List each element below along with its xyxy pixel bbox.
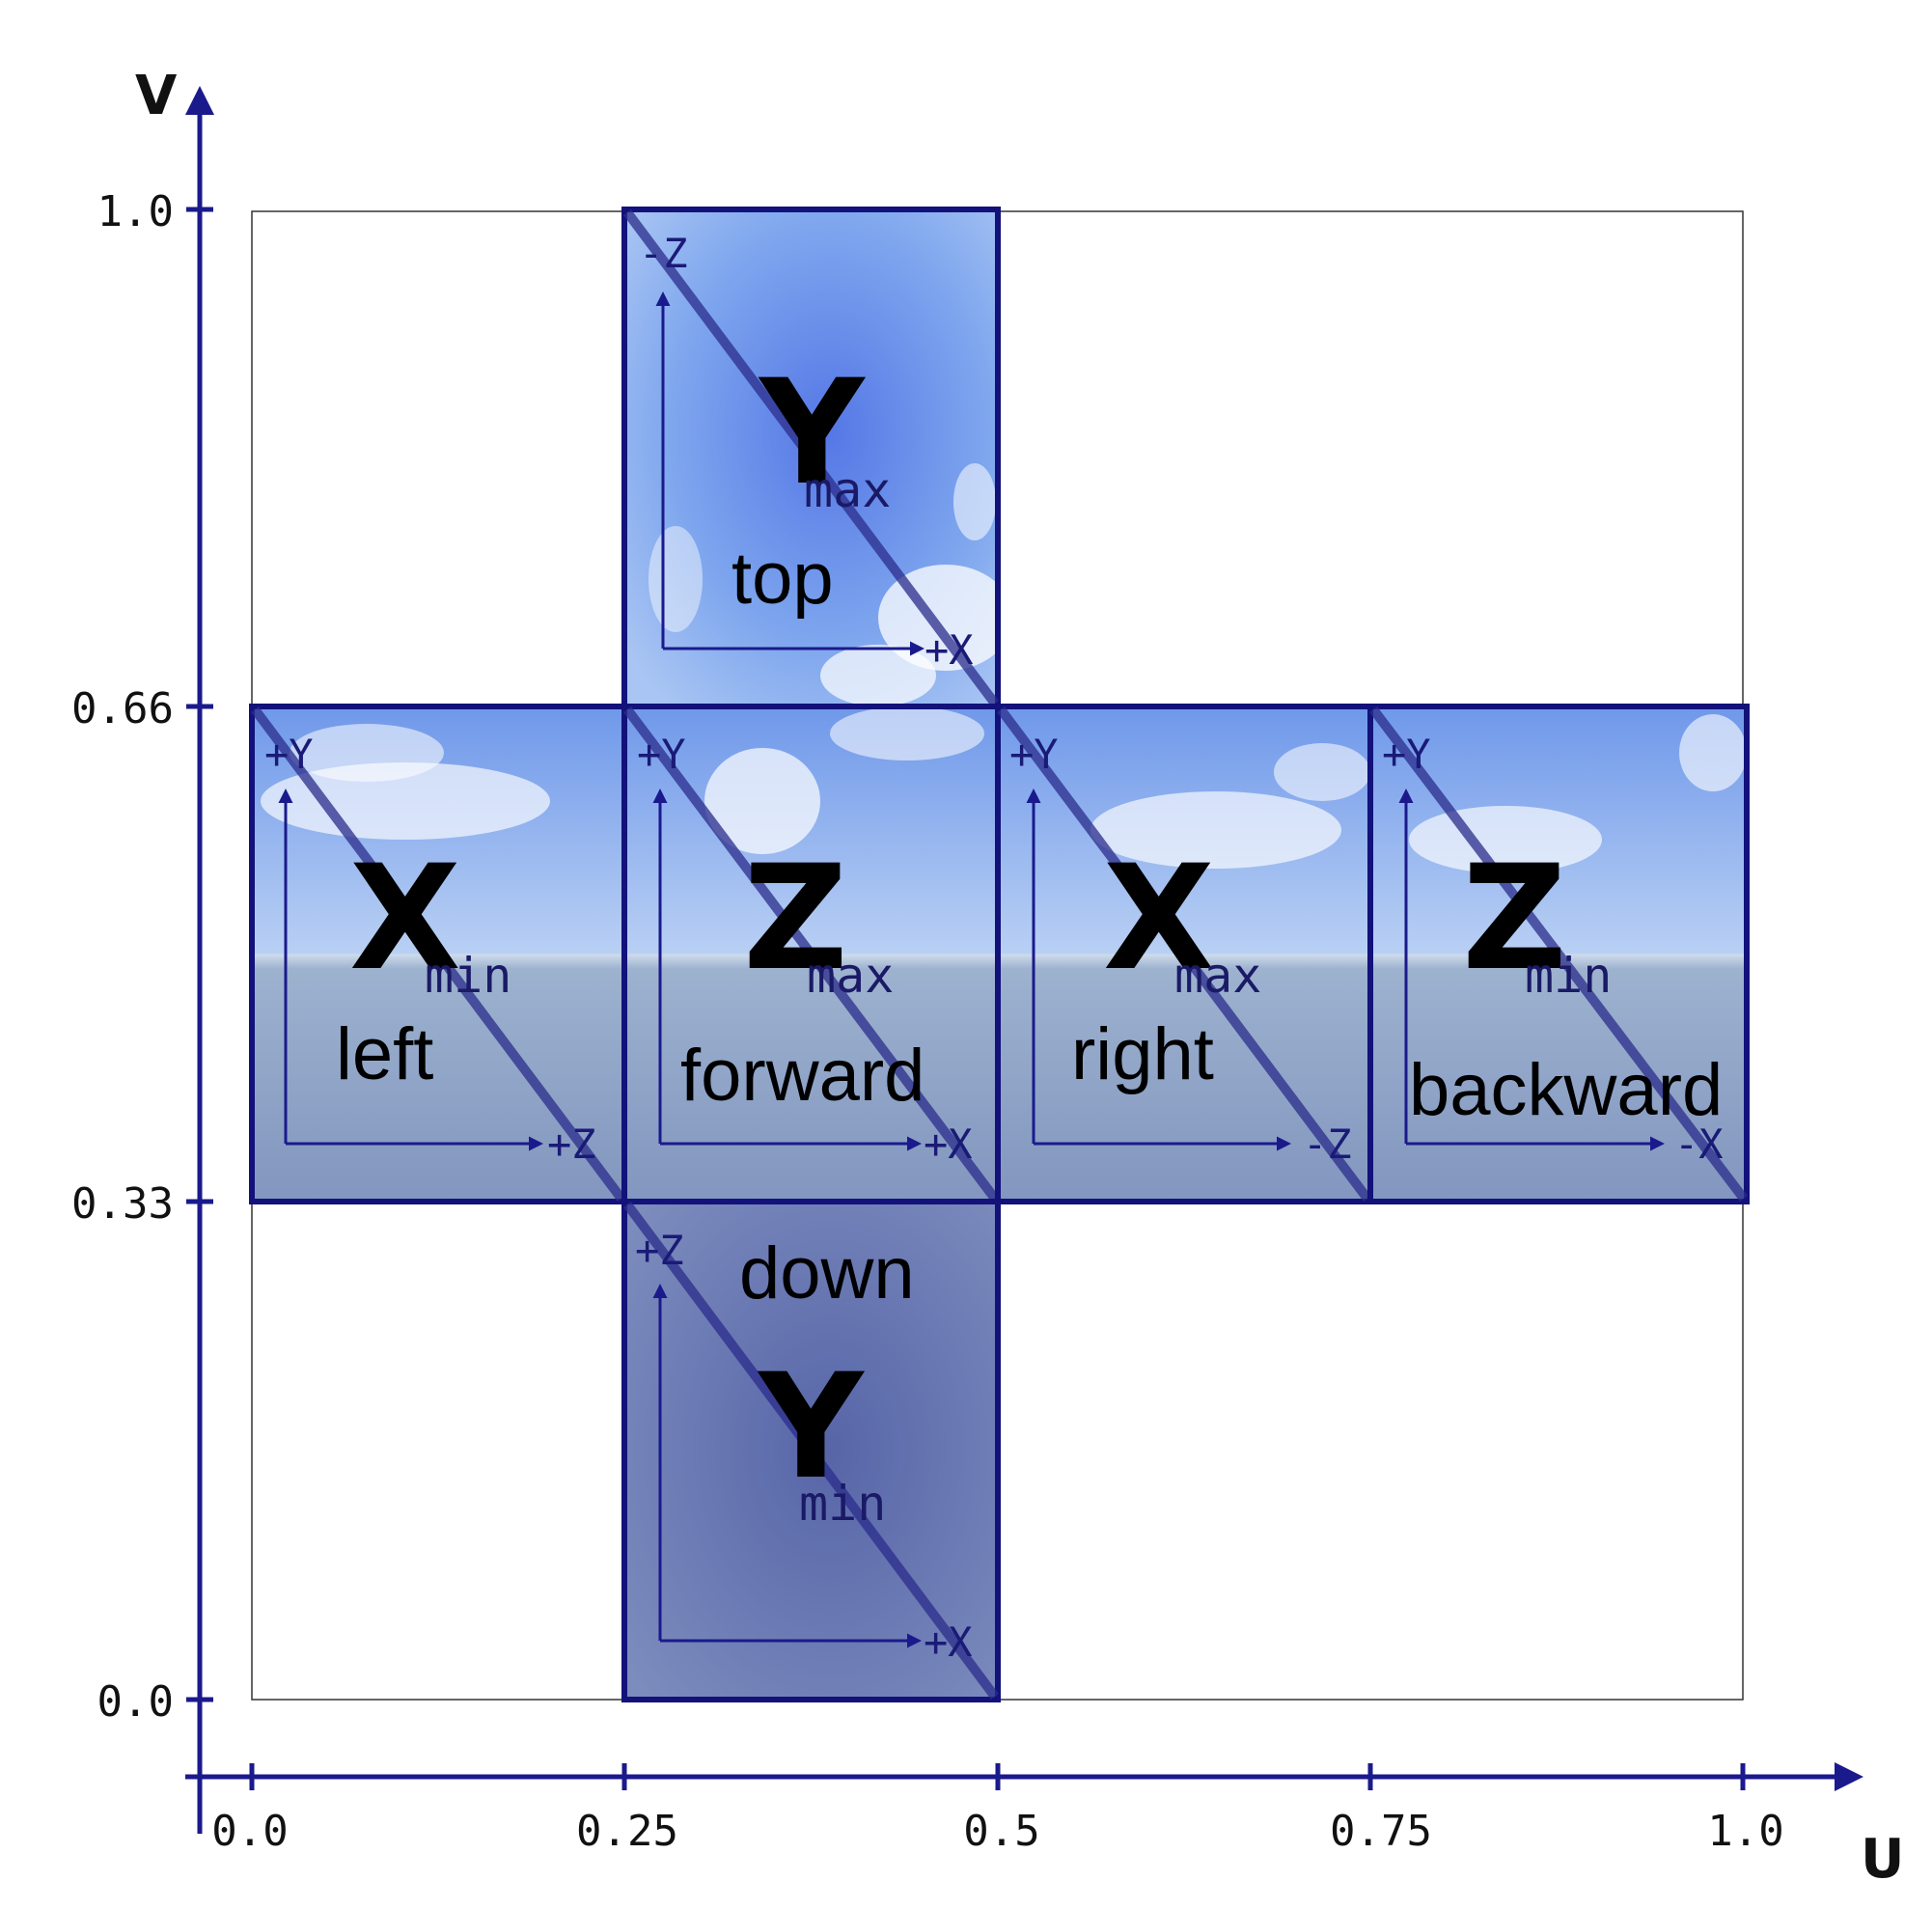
face-top-right-label: +X xyxy=(925,626,974,674)
u-tick-label: 0.25 xyxy=(576,1807,678,1856)
face-down-letter: Y xyxy=(757,1343,866,1511)
face-down: +Z +X down Y min xyxy=(621,1199,1001,1702)
cloud xyxy=(820,645,936,706)
face-top-diagonal xyxy=(622,209,1000,706)
v-tick-label: 0.0 xyxy=(97,1677,174,1727)
face-top-subscript: max xyxy=(804,462,891,518)
u-axis-label: U xyxy=(1861,1828,1904,1891)
cloud xyxy=(1090,791,1341,869)
face-forward-diagonal xyxy=(623,706,999,1203)
face-left-name: left xyxy=(336,1013,433,1095)
v-axis-label: V xyxy=(135,65,178,127)
face-backward-right-label: -X xyxy=(1674,1120,1724,1168)
face-backward-diagonal xyxy=(1369,706,1748,1203)
u-tick-label: 0.75 xyxy=(1330,1807,1432,1856)
face-left-subscript: min xyxy=(425,948,511,1004)
face-left: +Y +Z X min left xyxy=(249,704,627,1204)
face-top-name: top xyxy=(731,538,834,620)
face-down-diagonal xyxy=(622,1202,1000,1700)
v-ticks: 0.0 0.33 0.66 1.0 xyxy=(71,187,213,1727)
face-top-letter: Y xyxy=(758,349,867,517)
cloud xyxy=(290,724,444,782)
face-backward: +Y -X Z min backward xyxy=(1367,704,1750,1204)
cloud xyxy=(1679,714,1747,791)
face-right-name: right xyxy=(1071,1013,1214,1095)
face-forward-right-label: +X xyxy=(924,1120,973,1168)
v-tick-label: 0.66 xyxy=(71,684,174,733)
u-ticks: 0.0 0.25 0.5 0.75 1.0 xyxy=(211,1763,1784,1856)
face-forward-subscript: max xyxy=(807,948,894,1004)
cloud xyxy=(649,526,703,632)
u-tick-label: 1.0 xyxy=(1707,1807,1783,1856)
face-left-diagonal xyxy=(250,706,626,1202)
axes: V U 0.0 0.33 0.66 1.0 0.0 0.25 0.5 0.75 … xyxy=(71,65,1904,1891)
face-down-right-label: +X xyxy=(924,1618,973,1666)
face-backward-subscript: min xyxy=(1525,948,1612,1004)
face-backward-name: backward xyxy=(1409,1049,1723,1131)
face-top-corner-label: -Z xyxy=(639,230,688,277)
face-backward-letter: Z xyxy=(1462,835,1567,1003)
face-left-corner-label: +Y xyxy=(264,731,314,778)
cloud xyxy=(953,463,996,540)
face-right-diagonal xyxy=(996,706,1372,1202)
face-left-letter: X xyxy=(349,835,461,1003)
v-tick-label: 0.33 xyxy=(71,1179,174,1229)
face-backward-border xyxy=(1367,704,1750,1204)
cloud xyxy=(1274,743,1370,801)
face-down-corner-label: +Z xyxy=(635,1227,684,1274)
cloud xyxy=(830,706,984,761)
face-forward: +Y +X Z max forward xyxy=(621,704,1001,1204)
face-backward-corner-label: +Y xyxy=(1382,731,1431,778)
face-forward-corner-label: +Y xyxy=(637,731,686,778)
face-right-corner-label: +Y xyxy=(1009,731,1059,778)
cloud xyxy=(704,748,820,854)
face-right-right-label: -Z xyxy=(1303,1120,1352,1168)
face-right-subscript: max xyxy=(1174,948,1261,1004)
face-left-right-label: +Z xyxy=(547,1120,596,1168)
u-tick-label: 0.0 xyxy=(211,1807,288,1856)
face-down-subscript: min xyxy=(799,1476,886,1532)
face-down-name: down xyxy=(739,1232,915,1314)
face-down-border xyxy=(621,1199,1001,1702)
u-tick-label: 0.5 xyxy=(963,1807,1039,1856)
face-right: +Y -Z X max right xyxy=(995,704,1373,1204)
v-tick-label: 1.0 xyxy=(97,187,174,236)
face-top: -Z +X Y max top xyxy=(621,207,1013,709)
face-forward-letter: Z xyxy=(743,835,848,1003)
face-right-letter: X xyxy=(1103,835,1215,1003)
face-forward-name: forward xyxy=(680,1035,925,1117)
